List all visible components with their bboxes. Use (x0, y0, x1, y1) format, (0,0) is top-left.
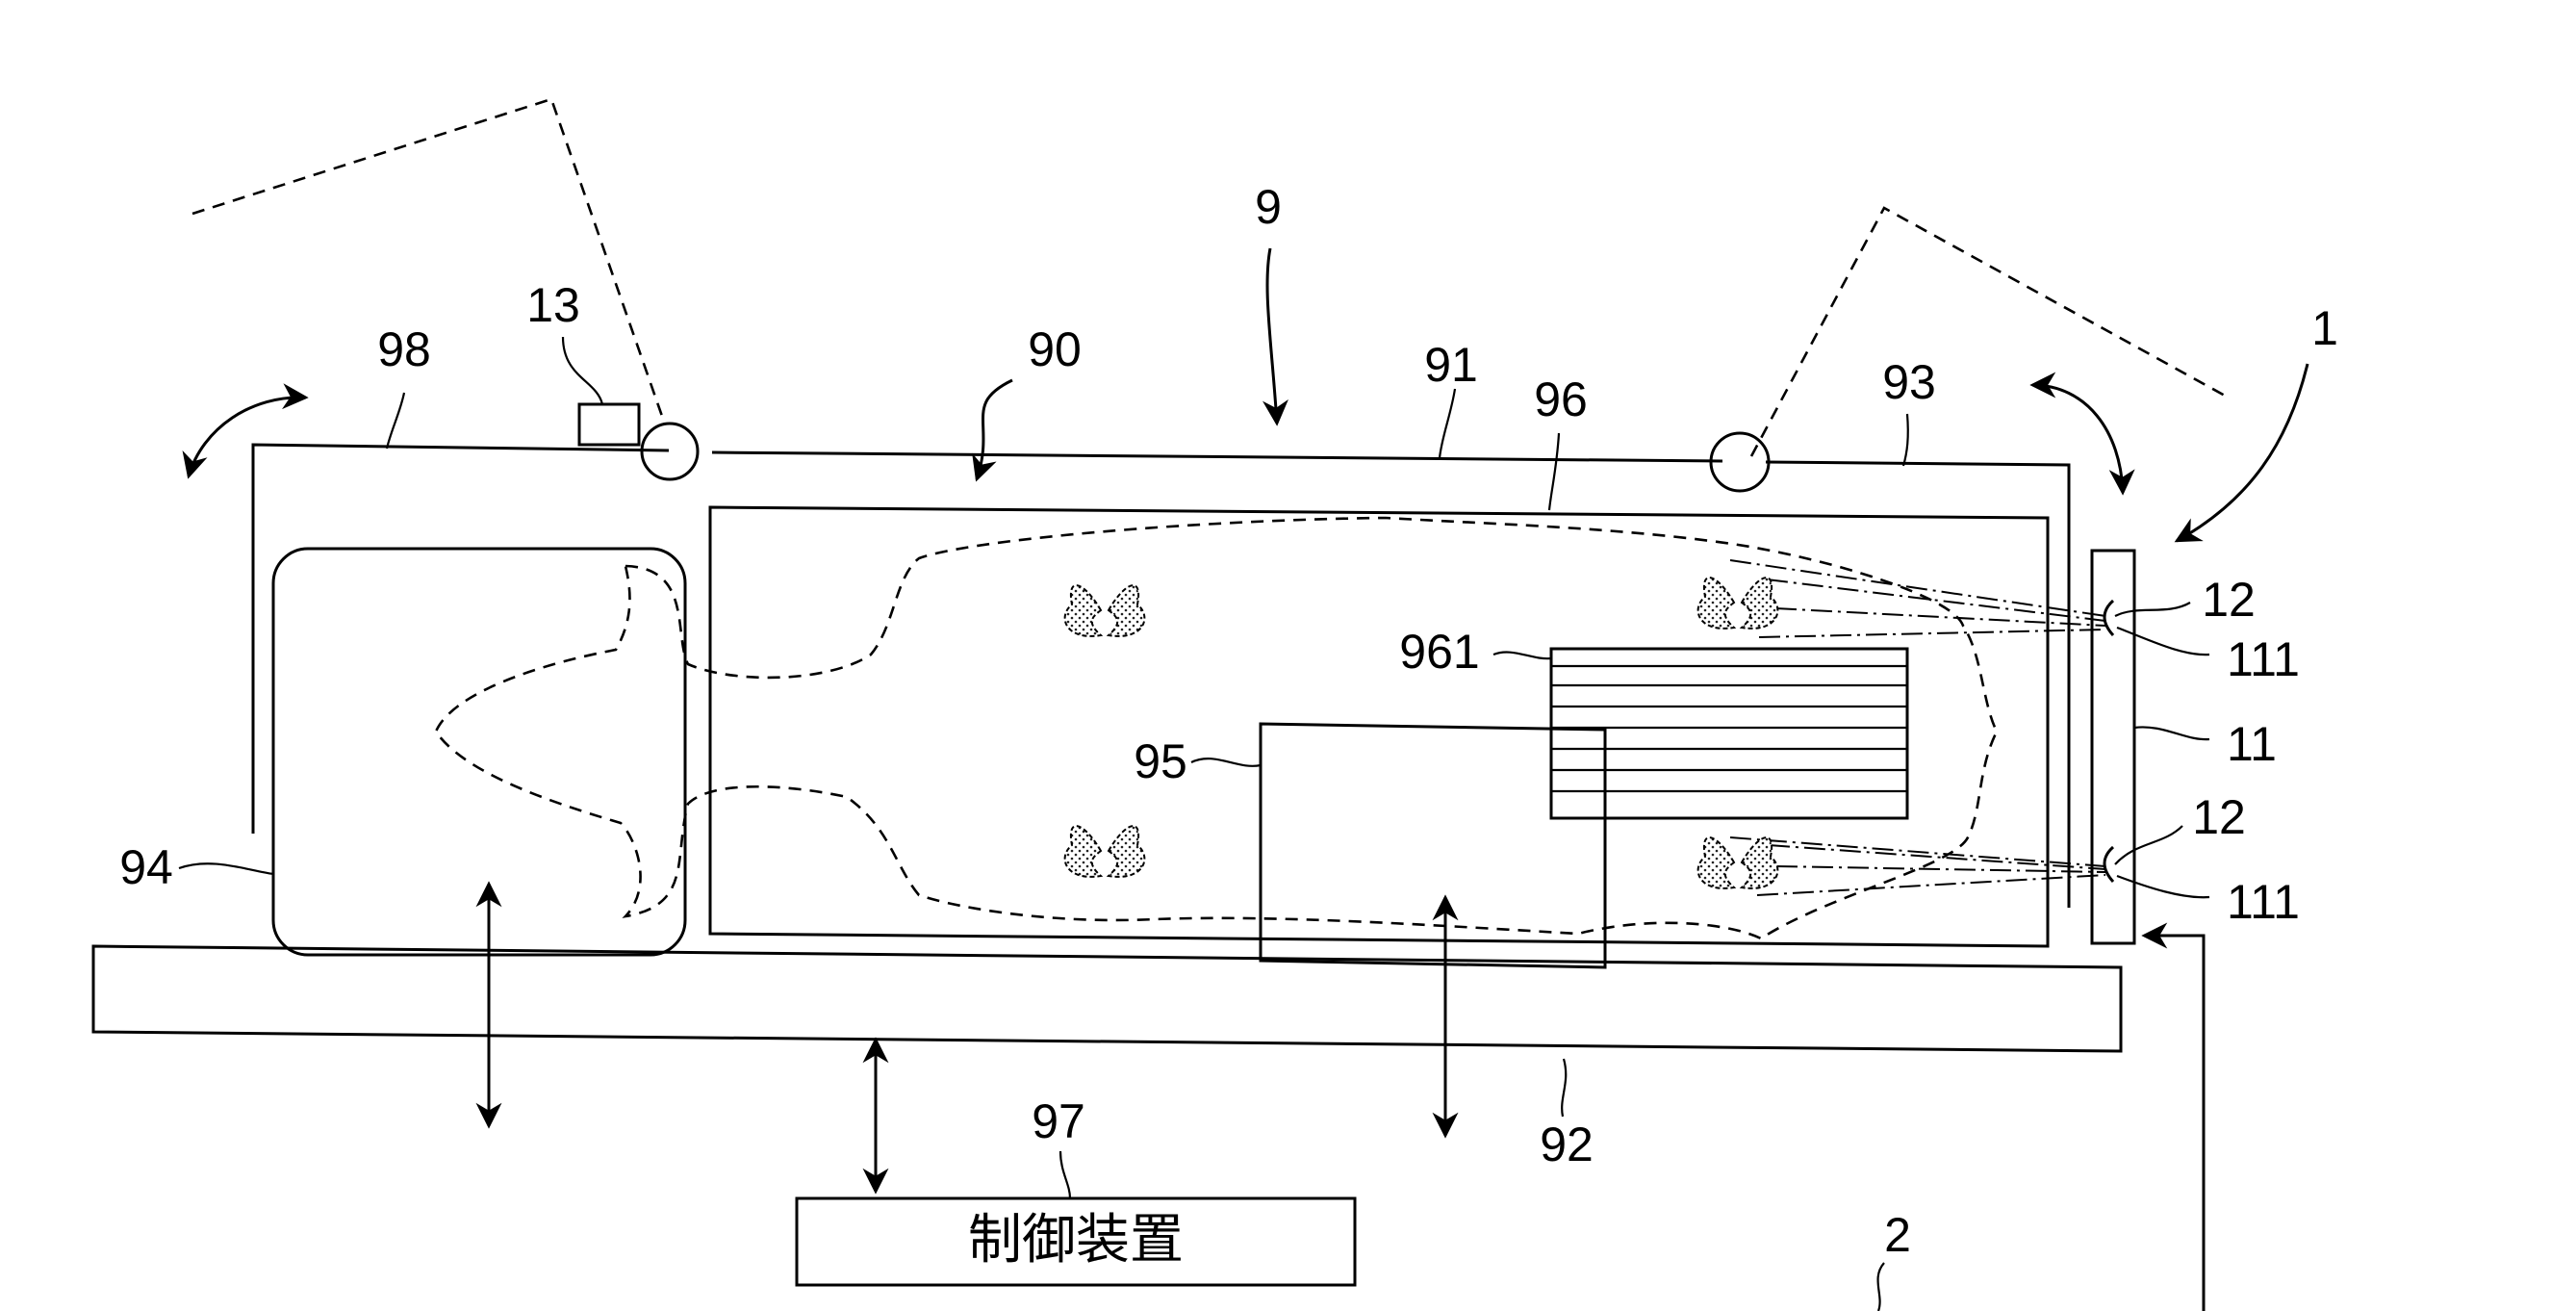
patient-support-94 (271, 547, 687, 957)
lamp-plate-11 (2090, 549, 2136, 945)
label-96: 96 (1534, 373, 1588, 426)
label-90: 90 (1028, 322, 1082, 376)
open-lid-right-dashed (1749, 206, 2228, 457)
organ-bottom-right (1696, 836, 1779, 889)
leader-111-top (2116, 626, 2210, 656)
control-box-text: 制御装置 (968, 1209, 1184, 1272)
outer-housing (251, 443, 2071, 908)
control-box-97 (795, 1196, 1357, 1287)
patient-outline-dashed (434, 516, 1999, 940)
organ-top-right (1696, 577, 1779, 630)
label-2: 2 (1884, 1208, 1911, 1262)
leader-96 (1547, 432, 1561, 511)
leader-12-bottom (2114, 825, 2183, 865)
label-11: 11 (2227, 717, 2277, 771)
label-98: 98 (377, 322, 431, 376)
sensor-13 (577, 402, 641, 447)
organ-bottom-left (1063, 825, 1146, 878)
leader-111-bottom (2116, 874, 2210, 899)
arrow-pointer-1 (2174, 363, 2309, 543)
block-95 (1259, 722, 1607, 969)
leader-961 (1492, 651, 1552, 660)
leader-13 (561, 336, 604, 405)
leader-91 (1438, 388, 1457, 459)
leader-92 (1561, 1058, 1568, 1118)
lamp-12-bottom (2103, 845, 2115, 884)
arrow-right-connection (2141, 922, 2206, 1311)
leader-95 (1190, 758, 1262, 767)
label-111-bottom: 111 (2227, 875, 2300, 929)
label-13: 13 (526, 278, 580, 332)
leader-93 (1901, 413, 1909, 467)
label-95: 95 (1134, 734, 1187, 788)
label-93: 93 (1882, 355, 1936, 409)
lamp-array-961 (1549, 647, 1909, 820)
label-12-bottom: 12 (2192, 790, 2246, 844)
label-12-top: 12 (2202, 573, 2256, 627)
leader-94 (178, 862, 274, 876)
label-9: 9 (1255, 180, 1282, 234)
arrow-pointer-9 (1262, 247, 1288, 426)
leader-98 (385, 392, 406, 450)
hinge-left (640, 422, 700, 481)
base-plate-92 (91, 944, 2123, 1053)
organ-top-left (1063, 584, 1146, 637)
label-1: 1 (2311, 301, 2338, 355)
lamp-12-top (2103, 599, 2115, 637)
light-rays-bottom (1729, 836, 2106, 896)
leader-12-top (2114, 602, 2191, 617)
open-lid-left-dashed (191, 97, 666, 423)
arrow-rotate-right (2029, 372, 2135, 496)
leader-11 (2133, 726, 2210, 741)
label-97: 97 (1032, 1094, 1085, 1148)
leader-2 (1876, 1262, 1885, 1311)
arrow-pointer-90 (972, 378, 1013, 482)
light-rays-top (1729, 559, 2106, 638)
label-961: 961 (1399, 625, 1479, 679)
label-111-top: 111 (2227, 632, 2300, 686)
leader-97 (1058, 1150, 1072, 1199)
label-94: 94 (119, 840, 173, 894)
arrow-rotate-left (182, 383, 309, 479)
label-92: 92 (1540, 1118, 1594, 1171)
hinge-right (1709, 431, 1771, 493)
label-91: 91 (1424, 338, 1478, 392)
